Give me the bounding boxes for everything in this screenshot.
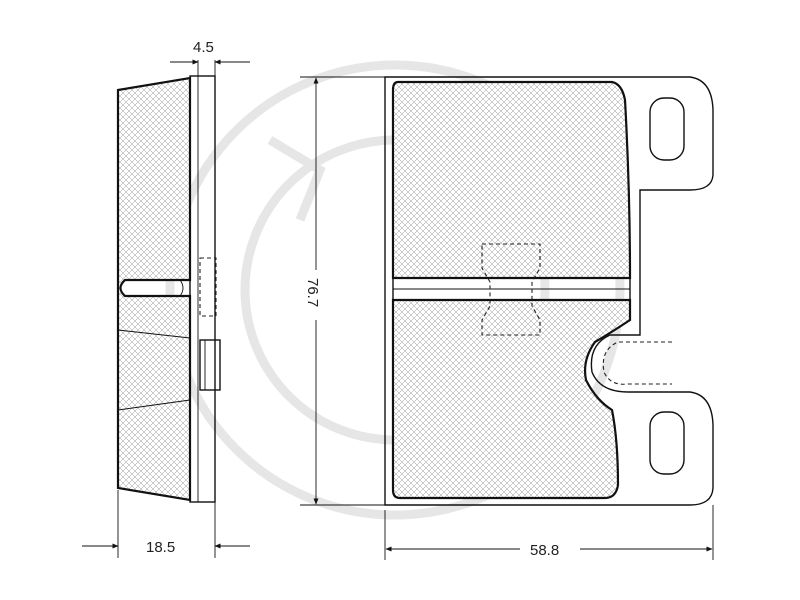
side-view xyxy=(116,75,221,503)
front-view xyxy=(384,76,714,506)
front-view-lower-slot xyxy=(649,411,685,475)
dim-total-thickness: 18.5 xyxy=(146,539,175,556)
dim-height: 76.7 xyxy=(304,278,321,307)
front-view-pad-upper xyxy=(391,80,632,280)
dim-width: 58.8 xyxy=(530,542,559,559)
front-view-clip-dashed xyxy=(481,243,541,336)
side-view-clip xyxy=(199,339,221,391)
dim-shim-thickness: 4.5 xyxy=(193,39,214,56)
side-view-friction-material xyxy=(116,76,192,502)
dimensions: 4.5 18.5 76.7 58.8 xyxy=(82,39,714,560)
side-view-backing-plate xyxy=(189,75,216,503)
front-view-backing-plate xyxy=(384,76,714,506)
front-view-upper-slot xyxy=(649,97,685,161)
front-view-pad-lower xyxy=(391,298,632,500)
